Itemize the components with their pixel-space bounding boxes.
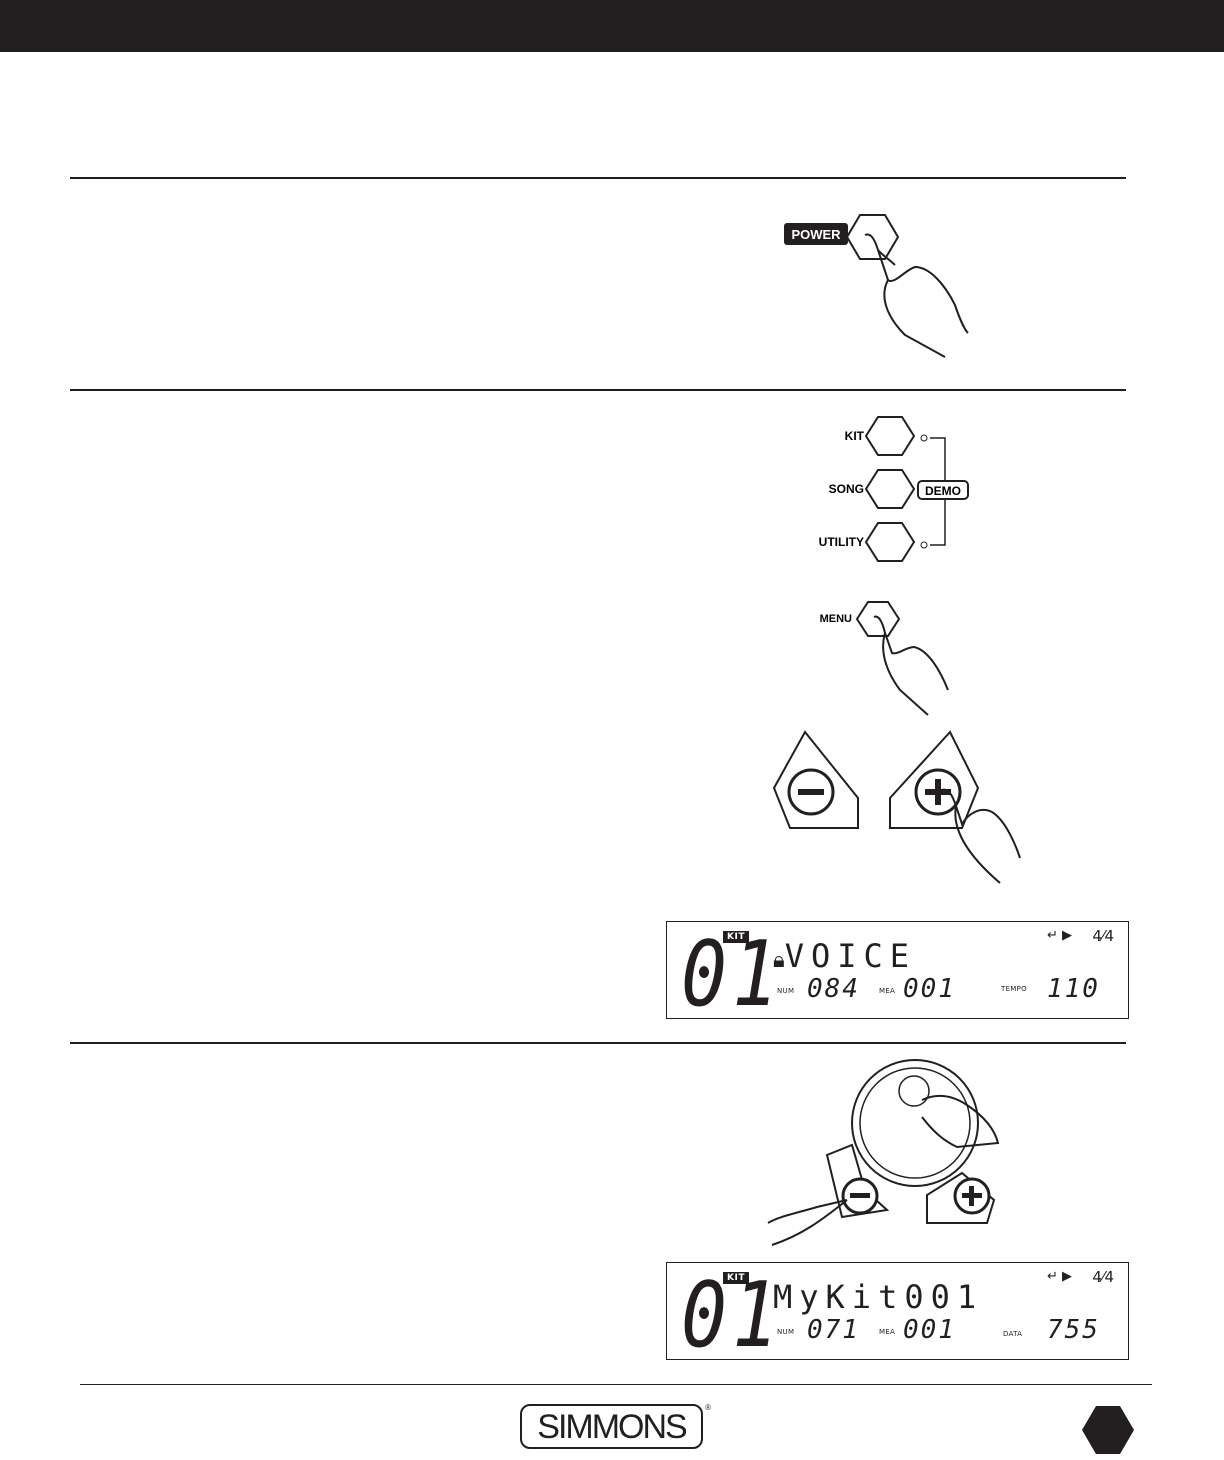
section-divider (70, 389, 1126, 391)
kit-number: 01 (681, 922, 784, 1027)
kit-badge: KIT (723, 1272, 749, 1284)
demo-badge (917, 480, 969, 500)
time-signature: 4⁄4 (1092, 927, 1114, 945)
num-label: NUM (777, 987, 795, 995)
menu-button[interactable] (855, 601, 901, 637)
hand-icon (873, 615, 949, 691)
data-label: DATA (1003, 1330, 1023, 1338)
kit-button[interactable] (864, 416, 916, 456)
song-button[interactable] (864, 469, 916, 509)
lcd-main-text: 🔒︎VOICE (773, 937, 917, 975)
power-button-figure: POWER (784, 214, 969, 358)
mea-label: MEA (879, 987, 896, 995)
num-value: 071 (807, 1315, 860, 1345)
header-bar (0, 0, 1224, 52)
section-divider (70, 177, 1126, 179)
data-wheel[interactable] (851, 1059, 979, 1187)
kit-badge: KIT (723, 931, 749, 943)
hand-icon (921, 1094, 1000, 1149)
page-number-hexagon (1082, 1406, 1134, 1454)
power-label: POWER (791, 227, 841, 242)
lock-icon: 🔒︎ (773, 948, 785, 973)
data-value: 755 (1047, 1315, 1100, 1345)
utility-label: UTILITY (819, 535, 864, 549)
song-label: SONG (829, 482, 864, 496)
return-play-icon: ↵ ▶ (1046, 1269, 1072, 1284)
menu-label: MENU (820, 613, 852, 625)
minus-icon (798, 789, 824, 795)
tempo-label: TEMPO (1001, 985, 1027, 993)
mode-buttons-figure: KIT SONG UTILITY DEMO (819, 416, 969, 562)
tempo-value: 110 (1047, 974, 1100, 1004)
hand-icon (864, 233, 969, 334)
time-signature: 4⁄4 (1092, 1268, 1114, 1286)
minus-icon (850, 1193, 870, 1198)
data-wheel-figure (767, 1059, 1000, 1246)
menu-button-figure: MENU (820, 601, 949, 716)
section-divider (70, 1042, 1126, 1044)
num-value: 084 (807, 974, 860, 1004)
lcd-display: KIT ↵ ▶ 4⁄4 01 MyKit001 NUM 071 MEA 001 … (666, 1262, 1129, 1368)
lcd-display: KIT ↵ ▶ 4⁄4 01 🔒︎VOICE NUM 084 MEA 001 T… (666, 921, 1129, 1027)
simmons-logo: SIMMONS ® (520, 1404, 711, 1449)
power-label-bg (784, 223, 848, 245)
return-play-icon: ↵ ▶ (1046, 928, 1072, 943)
footer-divider (80, 1384, 1152, 1385)
kit-label: KIT (845, 429, 865, 443)
mea-value: 001 (903, 974, 956, 1004)
mea-value: 001 (903, 1315, 956, 1345)
hand-icon (767, 1199, 848, 1246)
lcd-main-text: MyKit001 (773, 1278, 984, 1316)
minus-plus-buttons-figure (772, 730, 1021, 884)
utility-button[interactable] (864, 522, 916, 562)
num-label: NUM (777, 1328, 795, 1336)
demo-label: DEMO (925, 484, 961, 498)
mea-label: MEA (879, 1328, 896, 1336)
kit-number: 01 (681, 1263, 784, 1368)
hand-icon (941, 788, 1021, 859)
